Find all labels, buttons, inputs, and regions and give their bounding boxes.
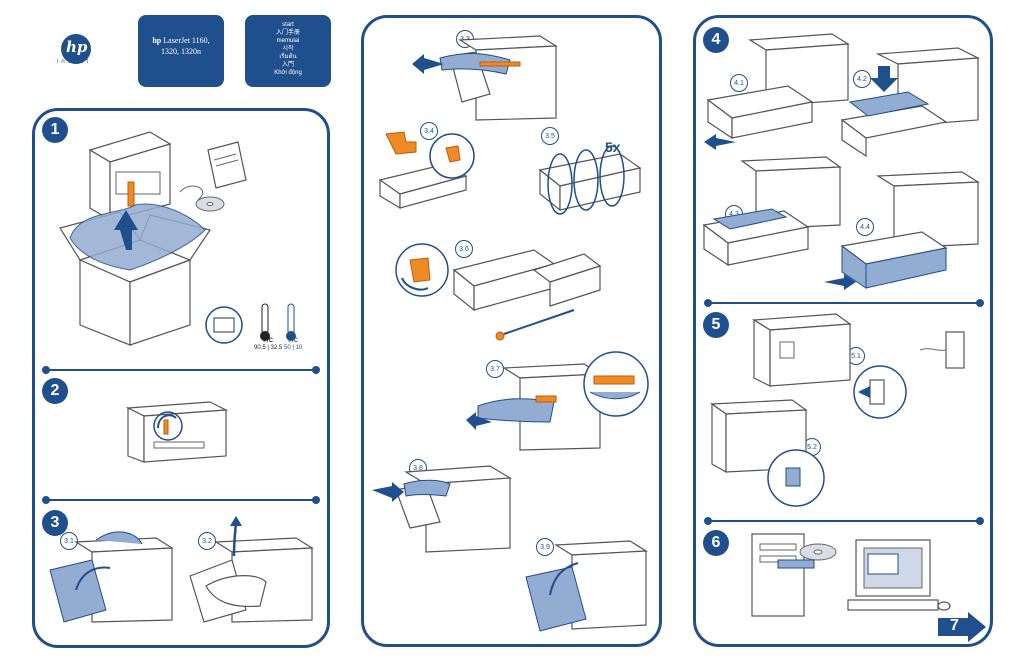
substep-3-9: 3.9: [536, 538, 554, 556]
title-brand: hp: [152, 36, 162, 45]
install-cartridge-illustration: [466, 351, 649, 451]
temp-low-values: 50 | 10: [284, 345, 303, 351]
substep-4-4: 4.4: [856, 218, 874, 236]
substep-3-5: 3.5: [541, 127, 559, 145]
hp-logo-text: hp: [66, 38, 88, 56]
pull-tab-illustration: [395, 243, 602, 341]
remove-tape-illustration: [125, 401, 229, 463]
next-step-number[interactable]: 7: [950, 617, 959, 634]
remove-tape-front-illustration: [412, 35, 558, 121]
start-line-4: เริ่มต้น: [279, 54, 297, 60]
step-1-badge: 1: [42, 117, 68, 143]
divider-4-5: [704, 299, 984, 307]
hp-tagline: invent: [57, 59, 92, 65]
connect-power-illustration: [752, 313, 965, 419]
substep-3-7: 3.7: [486, 360, 504, 378]
insert-cartridge-illustration: [372, 465, 512, 553]
shake-count-label: 5x: [605, 139, 621, 155]
step-2-badge: 2: [42, 378, 68, 404]
temperature-illustration: [205, 303, 296, 344]
hp-logo: hp invent: [57, 32, 117, 72]
start-line-1: 入门手册: [275, 30, 300, 36]
substep-3-1: 3.1: [60, 532, 78, 550]
adjust-guides-illustration: [702, 156, 842, 267]
next-step-arrow-icon[interactable]: [938, 612, 988, 642]
temp-low-label: F/C 50 | 10: [284, 338, 302, 352]
start-line-2: memulai: [276, 38, 300, 44]
substep-4-1: 4.1: [730, 74, 748, 92]
power-switch-illustration: [710, 399, 825, 507]
step-6-badge: 6: [703, 530, 729, 556]
open-tray-illustration: [704, 33, 850, 150]
temp-low-unit: F/C: [288, 338, 298, 344]
substep-3-2: 3.2: [198, 532, 216, 550]
step-5-badge: 5: [703, 312, 729, 338]
divider-1-2: [42, 366, 320, 374]
close-tray-illustration: [824, 171, 980, 290]
substep-5-1: 5.1: [847, 347, 865, 365]
step-4-badge: 4: [703, 27, 729, 53]
shake-cartridge-illustration: [538, 145, 642, 215]
title-models: 1320, 1320n: [161, 47, 201, 56]
close-door-illustration: [525, 540, 648, 632]
unboxing-illustration: [59, 131, 247, 346]
substep-3-6: 3.6: [455, 240, 473, 258]
substep-3-4: 3.4: [420, 122, 438, 140]
start-line-3: 시작: [282, 46, 294, 52]
start-line-5: 入門: [281, 62, 294, 68]
remove-cartridge-clip-illustration: [378, 131, 475, 210]
substep-4-2: 4.2: [853, 70, 871, 88]
temp-high-values: 90.5 | 32.5: [254, 345, 283, 351]
open-door-illustration: [49, 531, 174, 623]
divider-5-6: [704, 517, 984, 525]
hp-logo-icon: [61, 34, 91, 64]
title-product: LaserJet 1160,: [163, 36, 210, 45]
load-paper-illustration: [840, 47, 981, 158]
remove-packing-illustration: [189, 516, 314, 623]
start-line-0: start: [282, 22, 294, 28]
divider-2-3: [42, 496, 320, 504]
start-line-6: Khởi động: [274, 70, 302, 76]
install-software-illustration: [751, 533, 951, 617]
step-3-badge: 3: [42, 510, 68, 536]
start-title-box: start 入门手册 memulai 시작 เริ่มต้น 入門 Khởi động: [245, 15, 331, 87]
temp-high-unit: F/C: [263, 338, 273, 344]
temp-high-label: F/C 90.5 | 32.5: [254, 338, 282, 352]
product-title-box: hp LaserJet 1160, 1320, 1320n: [138, 15, 224, 87]
